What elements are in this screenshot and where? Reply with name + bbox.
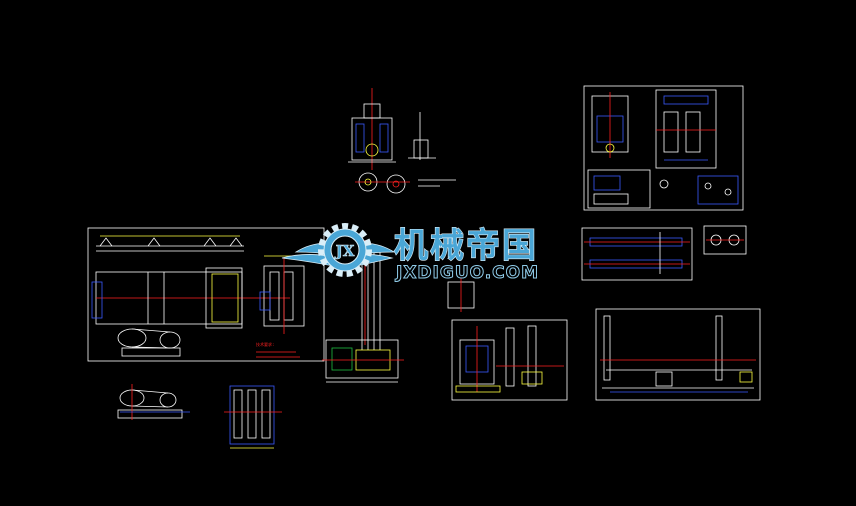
view-small-right[interactable] [703,225,747,255]
watermark-brand-cn: 机械帝国 [394,226,538,266]
watermark-logo: JX [281,223,396,277]
technical-note: 技术要求: [256,341,274,347]
view-mid-right[interactable] [447,276,568,401]
watermark-emblem-letters: JX [334,242,355,260]
view-right-shaft[interactable] [581,227,693,281]
view-top-center[interactable] [348,88,456,194]
view-bottom-left-1[interactable] [117,384,190,420]
view-far-right[interactable] [595,308,761,401]
view-left-assembly[interactable]: 技术要求: [87,227,325,362]
sheet-top-right[interactable] [583,85,744,211]
watermark-brand-url: JXDIGUO.COM [395,263,539,283]
view-bottom-left-2[interactable] [224,385,282,449]
